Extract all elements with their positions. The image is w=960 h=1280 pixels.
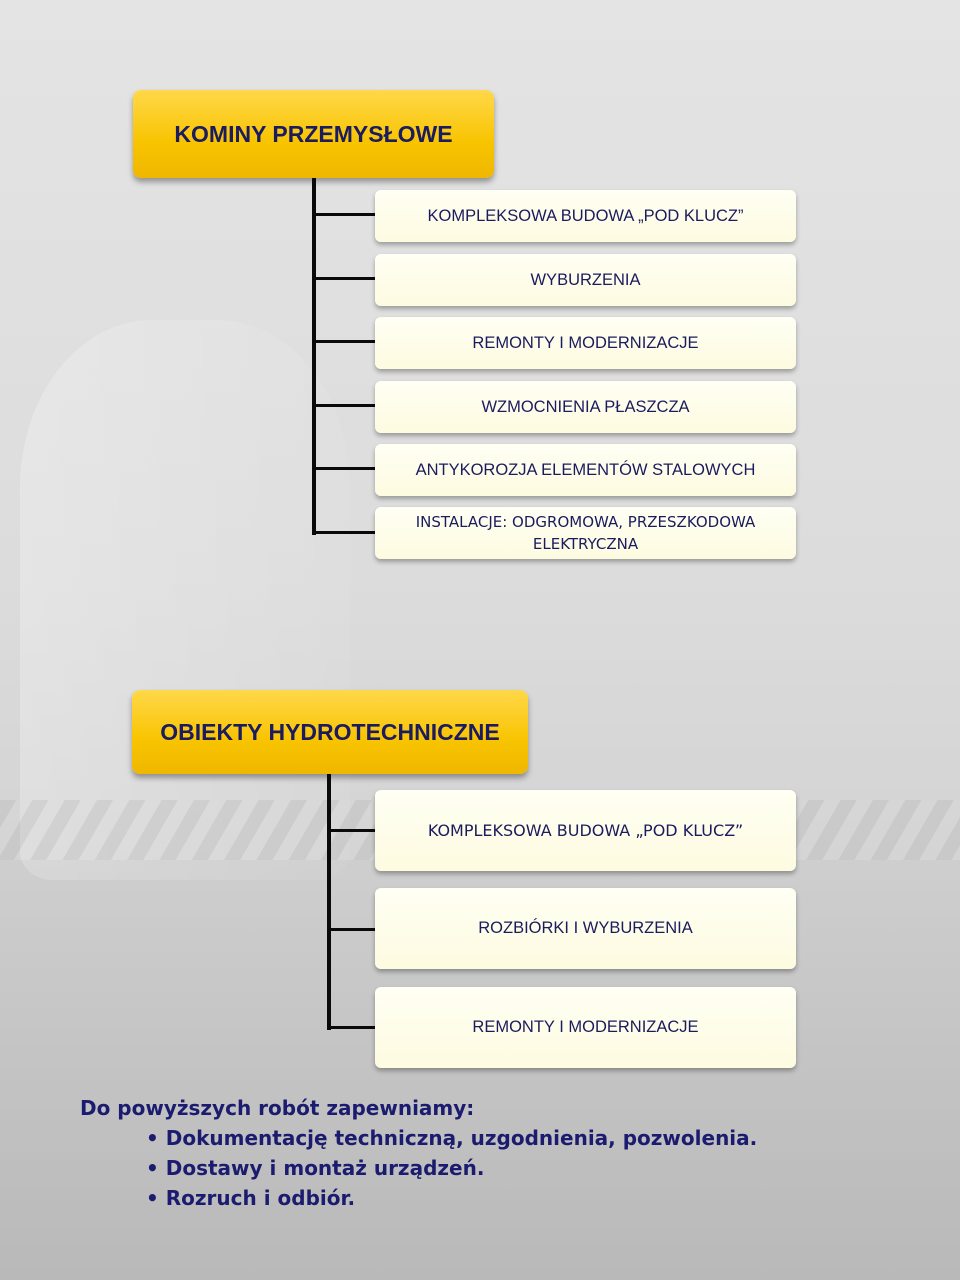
service-item: ROZBIÓRKI I WYBURZENIA <box>375 888 796 969</box>
service-item: KOMPLEKSOWA BUDOWA „POD KLUCZ” <box>375 190 796 242</box>
notes-heading: Do powyższych robót zapewniamy: <box>80 1096 475 1120</box>
connector-branch <box>327 829 376 832</box>
connector-branch <box>312 340 376 343</box>
service-item: ANTYKOROZJA ELEMENTÓW STALOWYCH <box>375 444 796 496</box>
service-item: WZMOCNIENIA PŁASZCZA <box>375 381 796 433</box>
connector-vertical <box>327 774 331 1030</box>
service-item: KOMPLEKSOWA BUDOWA „POD KLUCZ” <box>375 790 796 871</box>
service-item: INSTALACJE: ODGROMOWA, PRZESZKODOWA ELEK… <box>375 507 796 559</box>
connector-branch <box>327 1026 376 1029</box>
notes-bullet: Dokumentację techniczną, uzgodnienia, po… <box>146 1123 758 1153</box>
connector-branch <box>312 404 376 407</box>
service-item: WYBURZENIA <box>375 254 796 306</box>
connector-branch <box>327 928 376 931</box>
connector-vertical <box>312 178 316 535</box>
background-cooling-tower <box>20 320 350 880</box>
notes-block: Do powyższych robót zapewniamy: Dokument… <box>80 1093 757 1213</box>
service-item: REMONTY I MODERNIZACJE <box>375 317 796 369</box>
notes-bullet: Rozruch i odbiór. <box>146 1183 757 1213</box>
connector-branch <box>312 213 376 216</box>
connector-branch <box>312 467 376 470</box>
service-item: REMONTY I MODERNIZACJE <box>375 987 796 1068</box>
connector-branch <box>312 277 376 280</box>
section-title-hydrotechnical-objects: OBIEKTY HYDROTECHNICZNE <box>132 690 528 774</box>
connector-branch <box>312 531 376 534</box>
section-title-industrial-chimneys: KOMINY PRZEMYSŁOWE <box>133 90 494 178</box>
notes-bullet: Dostawy i montaż urządzeń. <box>146 1153 757 1183</box>
notes-list: Dokumentację techniczną, uzgodnienia, po… <box>80 1123 758 1213</box>
